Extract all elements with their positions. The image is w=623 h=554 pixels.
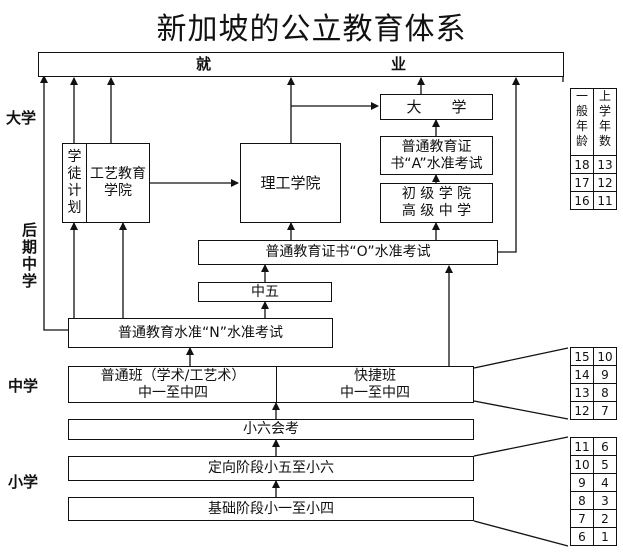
- age-cell: 10: [570, 455, 594, 474]
- sec5-box: 中五: [198, 282, 332, 302]
- years-cell: 12: [593, 173, 617, 192]
- a-level-label: 普通教育证书“A”水准考试: [390, 138, 483, 172]
- years-cell: 3: [593, 491, 617, 510]
- employment-bar: 就 业: [38, 52, 564, 77]
- apprentice-box: 学徒计划: [62, 143, 87, 223]
- age-cell: 13: [570, 383, 594, 402]
- sec5-label: 中五: [251, 283, 279, 300]
- polytechnic-box: 理工学院: [240, 143, 341, 223]
- age-table-upper: 一般年龄 上学年数 18 13 17 12 16 11: [570, 88, 617, 210]
- n-level-box: 普通教育水准“N”水准考试: [68, 318, 333, 348]
- age-table-header-years: 上学年数: [593, 88, 617, 156]
- express-stream-box: 快捷班 中一至中四: [276, 366, 474, 403]
- years-cell: 4: [593, 473, 617, 492]
- orientation-stage-box: 定向阶段小五至小六: [68, 456, 474, 481]
- normal-stream-box: 普通班（学术/工艺术） 中一至中四: [68, 366, 278, 403]
- age-cell: 7: [570, 509, 594, 528]
- years-cell: 1: [593, 527, 617, 546]
- years-cell: 13: [593, 155, 617, 174]
- table-row: 18 13: [570, 155, 617, 174]
- table-row: 16 11: [570, 191, 617, 210]
- age-cell: 17: [570, 173, 594, 192]
- years-cell: 8: [593, 383, 617, 402]
- age-cell: 9: [570, 473, 594, 492]
- a-level-box: 普通教育证书“A”水准考试: [380, 136, 493, 175]
- page-title: 新加坡的公立教育体系: [156, 12, 467, 47]
- side-label-university: 大学: [6, 109, 37, 127]
- age-cell: 15: [570, 347, 594, 366]
- years-cell: 5: [593, 455, 617, 474]
- o-level-box: 普通教育证书“O”水准考试: [198, 240, 498, 265]
- normal-stream-label: 普通班（学术/工艺术） 中一至中四: [100, 367, 246, 401]
- polytechnic-label: 理工学院: [260, 173, 321, 192]
- side-label-late-secondary: 后期中学: [22, 221, 38, 290]
- age-cell: 8: [570, 491, 594, 510]
- years-cell: 10: [593, 347, 617, 366]
- foundation-stage-box: 基础阶段小一至小四: [68, 497, 474, 521]
- years-cell: 9: [593, 365, 617, 384]
- age-cell: 6: [570, 527, 594, 546]
- years-cell: 2: [593, 509, 617, 528]
- employment-label-left: 就: [195, 55, 211, 73]
- side-label-secondary: 中学: [8, 377, 39, 395]
- junior-college-box: 初 级 学 院 高 级 中 学: [380, 183, 493, 223]
- side-label-primary: 小学: [8, 473, 39, 491]
- age-cell: 16: [570, 191, 594, 210]
- psle-box: 小六会考: [68, 419, 474, 440]
- years-cell: 11: [593, 191, 617, 210]
- years-cell: 7: [593, 401, 617, 420]
- apprentice-label: 学徒计划: [67, 149, 82, 216]
- n-level-label: 普通教育水准“N”水准考试: [118, 324, 283, 341]
- age-table-header-age: 一般年龄: [570, 88, 594, 156]
- age-cell: 11: [570, 437, 594, 456]
- employment-label-right: 业: [391, 55, 407, 73]
- express-stream-label: 快捷班 中一至中四: [340, 367, 410, 401]
- foundation-stage-label: 基础阶段小一至小四: [208, 500, 334, 517]
- o-level-label: 普通教育证书“O”水准考试: [265, 244, 431, 260]
- university-box: 大 学: [380, 94, 493, 120]
- age-cell: 12: [570, 401, 594, 420]
- age-cell: 14: [570, 365, 594, 384]
- table-row: 17 12: [570, 173, 617, 192]
- table-row: 一般年龄 上学年数: [570, 88, 617, 156]
- ite-box: 工艺教育学院: [86, 143, 150, 223]
- orientation-stage-label: 定向阶段小五至小六: [208, 460, 334, 476]
- university-label: 大 学: [406, 97, 467, 116]
- years-cell: 6: [593, 437, 617, 456]
- junior-college-label: 初 级 学 院 高 级 中 学: [401, 186, 472, 219]
- psle-label: 小六会考: [243, 421, 299, 437]
- age-cell: 18: [570, 155, 594, 174]
- ite-label: 工艺教育学院: [90, 166, 146, 199]
